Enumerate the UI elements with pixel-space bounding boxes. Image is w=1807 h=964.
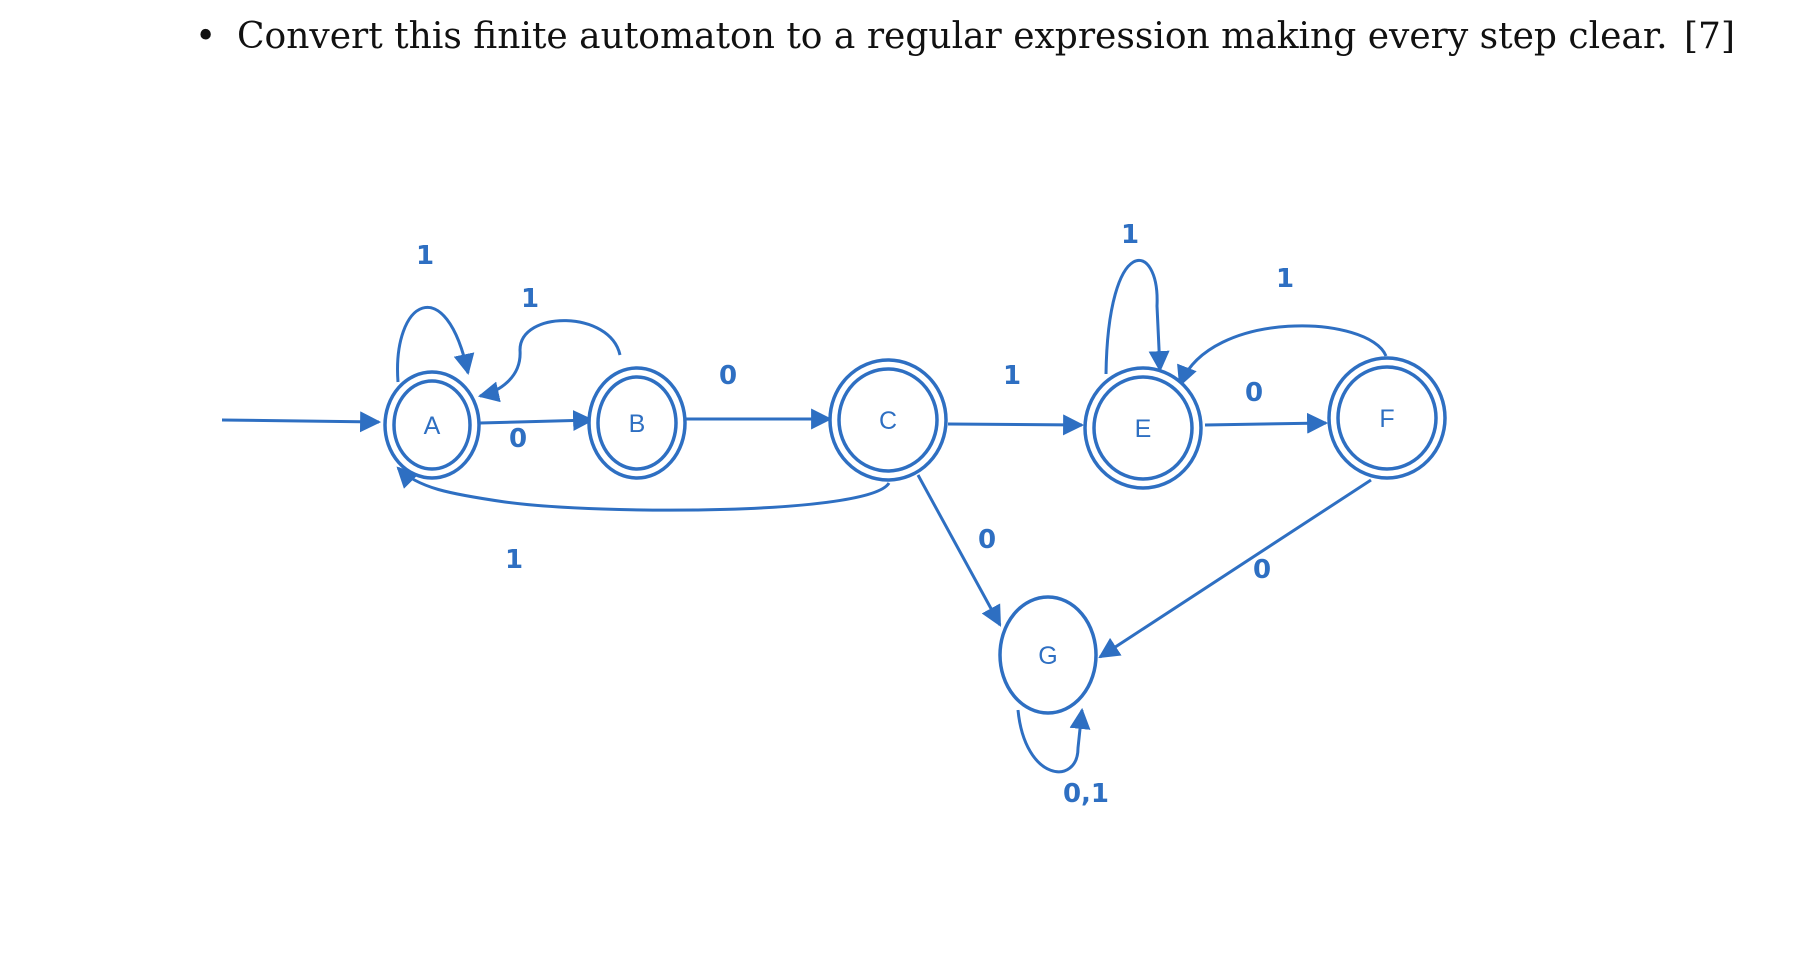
- transition-b-to-a: [477, 319, 622, 403]
- transition-a-to-b: [479, 410, 595, 432]
- transition-label-c-e: 1: [1003, 361, 1021, 391]
- transition-f-to-e: [1177, 324, 1388, 387]
- transition-label-f-g: 0: [1253, 555, 1271, 585]
- state-outer-circle-b: [587, 366, 687, 480]
- transitions-layer: [221, 258, 1388, 774]
- transition-c-to-a: [396, 466, 891, 512]
- state-b: B: [587, 366, 687, 480]
- transition-label-f-e: 1: [1276, 264, 1294, 294]
- transition-c-to-g: [916, 474, 1002, 627]
- transition-label-e-e: 1: [1121, 220, 1139, 250]
- transition-label-e-f: 0: [1245, 378, 1263, 408]
- transition-label-c-a: 1: [505, 545, 523, 575]
- transition-a-to-a: [396, 305, 475, 383]
- transition-label-b-a: 1: [521, 284, 539, 314]
- state-outer-circle-f: [1327, 356, 1447, 480]
- transition-label-c-g: 0: [978, 525, 996, 555]
- state-outer-circle-c: [828, 358, 948, 482]
- state-label-g: G: [1038, 642, 1057, 670]
- transition-e-to-e: [1104, 258, 1170, 375]
- state-inner-circle-f: [1336, 365, 1438, 471]
- state-outer-circle-a: [383, 370, 481, 480]
- state-label-c: C: [879, 407, 897, 435]
- state-outer-circle-g: [998, 595, 1098, 715]
- transition-label-a-a: 1: [416, 241, 434, 271]
- state-e: E: [1083, 366, 1203, 490]
- state-inner-circle-e: [1092, 375, 1194, 481]
- transition-label-b-c: 0: [719, 361, 737, 391]
- state-inner-circle-a: [392, 379, 472, 471]
- marks-label: [7]: [1684, 16, 1735, 57]
- transition-g-to-g: [1016, 707, 1091, 774]
- state-inner-circle-c: [837, 367, 939, 473]
- state-inner-circle-b: [596, 375, 678, 471]
- transition-c-to-e: [947, 414, 1085, 436]
- state-f: F: [1327, 356, 1447, 480]
- state-label-f: F: [1379, 405, 1394, 433]
- initial-arrow-a: [221, 411, 382, 433]
- state-g: G: [998, 595, 1098, 715]
- state-label-b: B: [629, 410, 646, 438]
- transition-f-to-g: [1098, 478, 1372, 659]
- transition-label-a-b: 0: [509, 424, 527, 454]
- state-label-a: A: [424, 412, 441, 440]
- bullet-point: •: [195, 16, 217, 57]
- transition-label-g-g: 0,1: [1063, 779, 1109, 809]
- labels-layer: 1 0 1 0 1 1 0 1 0 1 0 0,1: [416, 220, 1294, 809]
- transition-e-to-f: [1204, 412, 1329, 434]
- state-c: C: [828, 358, 948, 482]
- state-a: A: [383, 370, 481, 480]
- state-label-e: E: [1135, 415, 1152, 443]
- states-layer: A B C E F G: [383, 356, 1447, 715]
- question-text: Convert this finite automaton to a regul…: [237, 16, 1668, 57]
- question-line: • Convert this finite automaton to a reg…: [195, 14, 1735, 70]
- state-outer-circle-e: [1083, 366, 1203, 490]
